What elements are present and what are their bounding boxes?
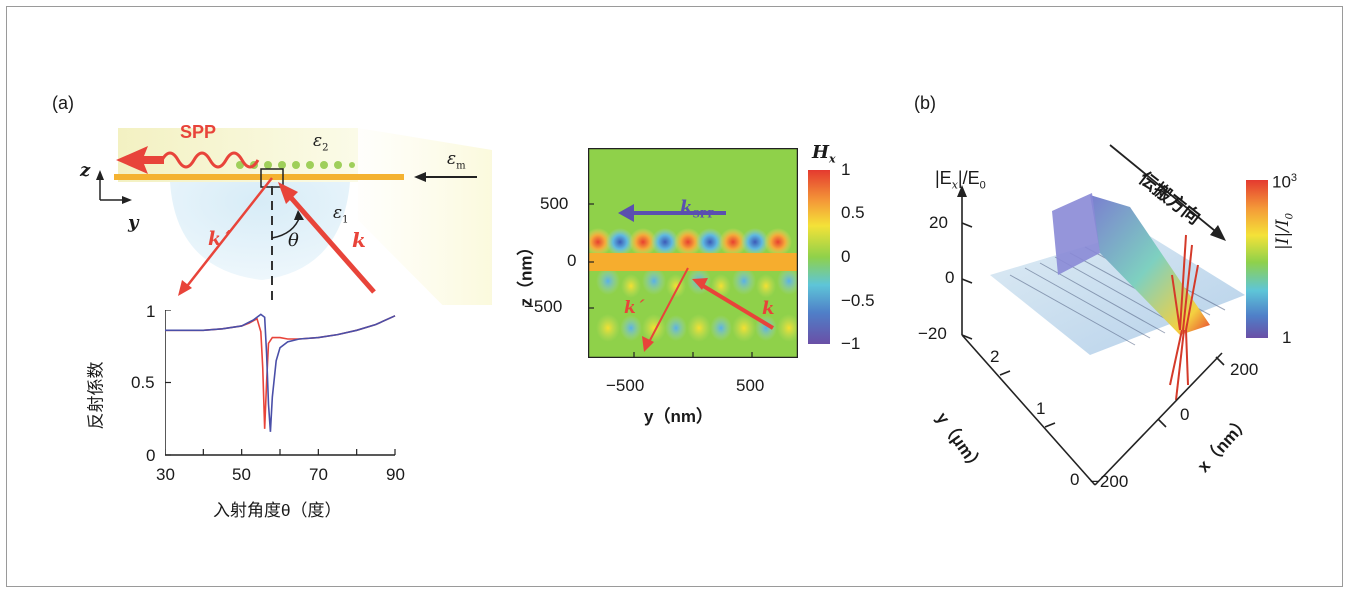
field-x-title: y（nm） xyxy=(644,407,713,426)
intensity-colorbar xyxy=(1246,180,1268,338)
field-k-incident-label: k xyxy=(762,298,775,319)
field-xtick-neg500: −500 xyxy=(606,376,645,395)
hx-tick-1: 1 xyxy=(841,160,851,179)
3d-xtick-200: 200 xyxy=(1230,360,1259,379)
refl-xtick-90: 90 xyxy=(386,465,405,484)
field-map xyxy=(588,148,798,358)
k-spp-label: kSPP xyxy=(680,197,715,221)
reflectance-series-1 xyxy=(165,315,396,429)
intensity-tick-bottom: 1 xyxy=(1282,328,1292,347)
refl-y-title: 反射係数 xyxy=(86,361,106,430)
refl-ytick-0.5: 0.5 xyxy=(131,373,155,392)
field-ytick-neg500: −500 xyxy=(524,297,563,316)
hx-colorbar-title: Hx xyxy=(812,142,836,166)
spp-label: SPP xyxy=(180,122,217,142)
refl-ytick-0: 0 xyxy=(146,446,156,465)
spp-schematic xyxy=(96,128,492,305)
y-axis-label: y xyxy=(128,212,139,233)
hx-tick-neg1: −1 xyxy=(841,334,861,353)
field-3d-plot xyxy=(957,144,1245,486)
epsilon-1-label: ε1 xyxy=(333,203,349,226)
reflectance-chart xyxy=(165,310,396,456)
hx-tick-0.5: 0.5 xyxy=(841,203,865,222)
3d-z-title: |Ex|/E0 xyxy=(935,168,986,192)
hx-tick-0: 0 xyxy=(841,247,851,266)
3d-ytick-0: 0 xyxy=(1070,470,1080,489)
3d-ztick-20: 20 xyxy=(929,213,948,232)
figure-frame xyxy=(6,6,1343,587)
refl-ytick-1: 1 xyxy=(146,302,156,321)
field-k-reflected-label: k´ xyxy=(624,298,645,318)
refl-x-title: 入射角度θ（度） xyxy=(213,501,342,520)
field-ytick-500: 500 xyxy=(540,194,569,213)
reflectance-series-2 xyxy=(165,313,396,432)
intensity-colorbar-title: |I|/I0 xyxy=(1273,213,1296,250)
field-y-title: z（nm） xyxy=(516,238,536,307)
panel-a-label: (a) xyxy=(52,93,74,113)
field-ytick-0: 0 xyxy=(567,251,577,270)
hx-tick-neg0.5: −0.5 xyxy=(841,291,875,310)
k-incident-label: k xyxy=(352,228,366,252)
3d-ytick-1: 1 xyxy=(1036,399,1046,418)
field-xtick-500: 500 xyxy=(736,376,765,395)
refl-xtick-30: 30 xyxy=(156,465,175,484)
epsilon-m-label: εm xyxy=(447,149,466,172)
k-reflected-label: k´ xyxy=(208,228,231,250)
refl-xtick-50: 50 xyxy=(232,465,251,484)
3d-xtick-neg200: −200 xyxy=(1090,472,1129,491)
epsilon-2-label: ε2 xyxy=(313,131,329,154)
panel-b-label: (b) xyxy=(914,93,936,113)
hx-colorbar xyxy=(808,170,830,344)
refl-xtick-70: 70 xyxy=(309,465,328,484)
3d-ztick-0: 0 xyxy=(945,268,955,287)
3d-ztick-neg20: −20 xyxy=(918,324,947,343)
3d-ytick-2: 2 xyxy=(990,347,1000,366)
intensity-tick-top: 103 xyxy=(1272,172,1298,192)
z-axis-label: z xyxy=(80,160,91,181)
3d-xtick-0: 0 xyxy=(1180,405,1190,424)
theta-label: θ xyxy=(288,230,299,251)
